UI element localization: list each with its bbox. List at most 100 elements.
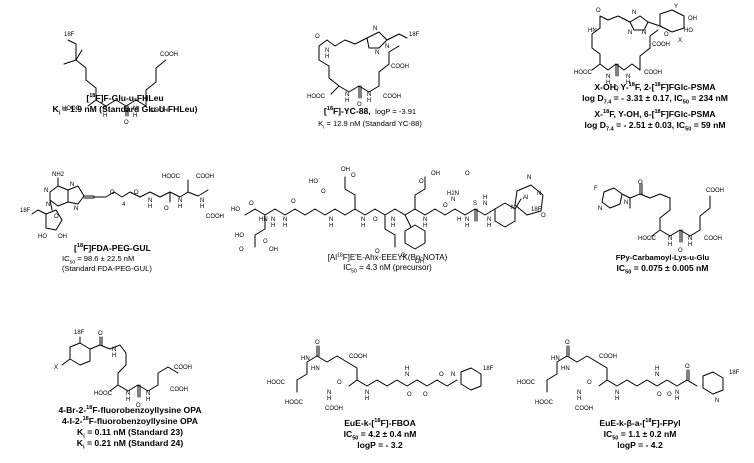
atom-label: HO	[684, 28, 693, 34]
atom-label: O	[98, 331, 103, 337]
structure-fboa: O HN HN COOH N H O O N H HOOC HOOC N H C…	[267, 340, 494, 412]
atom-label: N	[451, 372, 455, 378]
atom-label: N	[345, 92, 349, 98]
atom-label: HO	[231, 207, 240, 213]
atom-label: H	[325, 54, 329, 60]
atom-label: HO	[235, 233, 244, 239]
compound-name: [Al18F]E'E-Ahx-EEEYK(Bn-NOTA)	[327, 252, 448, 262]
atom-label: O	[443, 203, 448, 209]
atom-label: H	[615, 396, 619, 402]
atom-label: H	[405, 366, 409, 372]
atom-label: N	[668, 236, 672, 242]
atom-label: COOH	[174, 365, 192, 371]
atom-label: N	[126, 391, 130, 397]
atom-label: N	[375, 50, 379, 56]
atom-label: H	[148, 204, 152, 210]
atom-label: HOOC	[517, 380, 536, 386]
atom-label: COOH	[391, 64, 409, 70]
atom-label: N	[367, 92, 371, 98]
atom-label: O	[541, 213, 546, 219]
atom-label: O	[263, 239, 268, 245]
compound-panel-fglc-psma: O HN N N N O HO Y OH X COOH HOOC N H N H…	[560, 2, 750, 92]
caption-yc88: [18F]-YC-88, logP = -3.91 Ki = 12.9 nM (…	[295, 101, 445, 130]
atom-label: COOH	[349, 354, 367, 360]
atom-label: H	[361, 223, 365, 229]
atom-label: HOOC	[535, 400, 554, 406]
atom-label: H	[283, 223, 287, 229]
atom-label: N	[74, 206, 78, 212]
atom-label: H	[675, 396, 679, 402]
atom-label: COOH	[206, 214, 224, 220]
atom-label: O	[239, 247, 244, 253]
atom-label: 18F	[531, 207, 542, 213]
atom-label: O	[321, 189, 326, 195]
atom-label: H	[483, 195, 487, 201]
atom-label: N	[483, 201, 487, 207]
atom-label: H	[112, 353, 116, 359]
atom-label: HOOC	[307, 94, 326, 100]
atom-label: H2N	[447, 191, 459, 197]
atom-label: N	[365, 390, 369, 396]
atom-label: X	[54, 365, 58, 371]
atom-label: HOOC	[162, 174, 181, 180]
atom-label: COOH	[652, 42, 670, 48]
atom-label: N	[112, 347, 116, 353]
atom-label: H	[133, 113, 137, 119]
atom-label: H	[126, 397, 130, 403]
atom-label: HOOC	[62, 106, 81, 112]
caption-fboa: EuE-k-[18F]-FBOA IC50 = 4.2 ± 0.4 nM log…	[305, 418, 455, 451]
atom-label: N	[385, 44, 389, 50]
ki-value-24: Ki = 0.21 nM (Standard 24)	[76, 438, 184, 451]
atom-label: N	[200, 198, 204, 204]
atom-label: N	[44, 188, 48, 194]
atom-label: O	[54, 214, 59, 220]
logd-ic50-6-fglc: log D7.4 = - 2.51 ± 0.03, IC50 = 59 nM	[584, 120, 726, 133]
atom-label: N	[46, 202, 50, 208]
atom-label: H	[365, 396, 369, 402]
atom-label: H	[655, 366, 659, 372]
atom-label: O	[419, 179, 424, 185]
atom-label: N	[628, 30, 632, 36]
compound-panel-fluorobenzoyllysine: 18F X O N H HOOC N H N H COOH COOH O	[30, 330, 200, 410]
atom-label: H	[345, 98, 349, 104]
atom-label: OH	[269, 247, 278, 253]
atom-label: Al	[523, 195, 528, 201]
atom-label: O	[596, 8, 601, 14]
ki-value-23: Ki = 0.11 nM (Standard 23)	[77, 427, 183, 440]
atom-label: N	[577, 390, 581, 396]
atom-label: 18F	[729, 370, 740, 376]
atom-label: N	[451, 197, 455, 203]
atom-label: N	[423, 217, 427, 223]
atom-label: N	[271, 217, 275, 223]
atom-label: O	[134, 190, 139, 196]
atom-label: N	[715, 398, 719, 404]
structure-fpyl: O HN HN COOH N H O O N H HOOC HOOC N H C…	[517, 340, 740, 412]
compound-name: EuE-k-[18F]-FBOA	[344, 418, 416, 428]
compound-name-i: 4-I-2-18F-fluorobenzoyllysine OPA	[62, 416, 198, 426]
logp-value: logP = - 4.2	[617, 440, 663, 450]
atom-label: HN	[301, 356, 310, 362]
atom-label: HOOC	[574, 70, 593, 76]
ki-value: Ki = 1.9 nM (Standard Glu-U-FHLeu)	[52, 104, 198, 117]
structure-fglc-psma: O HN N N N O HO Y OH X COOH HOOC N H N H…	[574, 4, 697, 92]
atom-label: O	[337, 380, 342, 386]
atom-label: O	[465, 171, 470, 177]
atom-label: N	[465, 217, 469, 223]
atom-label: HO	[38, 234, 47, 240]
standard-note: (Standard FDA-PEG-GUL)	[62, 264, 152, 273]
compound-panel-yc88: O N H N N N 18F COOH HOOC COOH N H N H O	[295, 18, 445, 128]
atom-label: 18F	[20, 208, 31, 214]
atom-label: HOOC	[267, 380, 286, 386]
atom-label: O	[375, 249, 380, 255]
compound-panel-fpyl: O HN HN COOH N H O O N H HOOC HOOC N H C…	[515, 340, 752, 415]
atom-label: N	[487, 217, 491, 223]
atom-label: O	[373, 217, 378, 223]
atom-label: O	[614, 86, 619, 92]
ic50-value: IC50 = 1.1 ± 0.2 nM	[603, 429, 677, 442]
atom-label: N	[688, 236, 692, 242]
atom-label: N	[327, 390, 331, 396]
atom-label: H	[271, 223, 275, 229]
ic50-value: IC50 = 4.2 ± 0.4 nM	[343, 429, 417, 442]
structure-alf-eeeyk: HO O O OH O OH H2N O O HO O HN N N H H N…	[231, 167, 546, 265]
atom-label: O	[357, 102, 362, 108]
